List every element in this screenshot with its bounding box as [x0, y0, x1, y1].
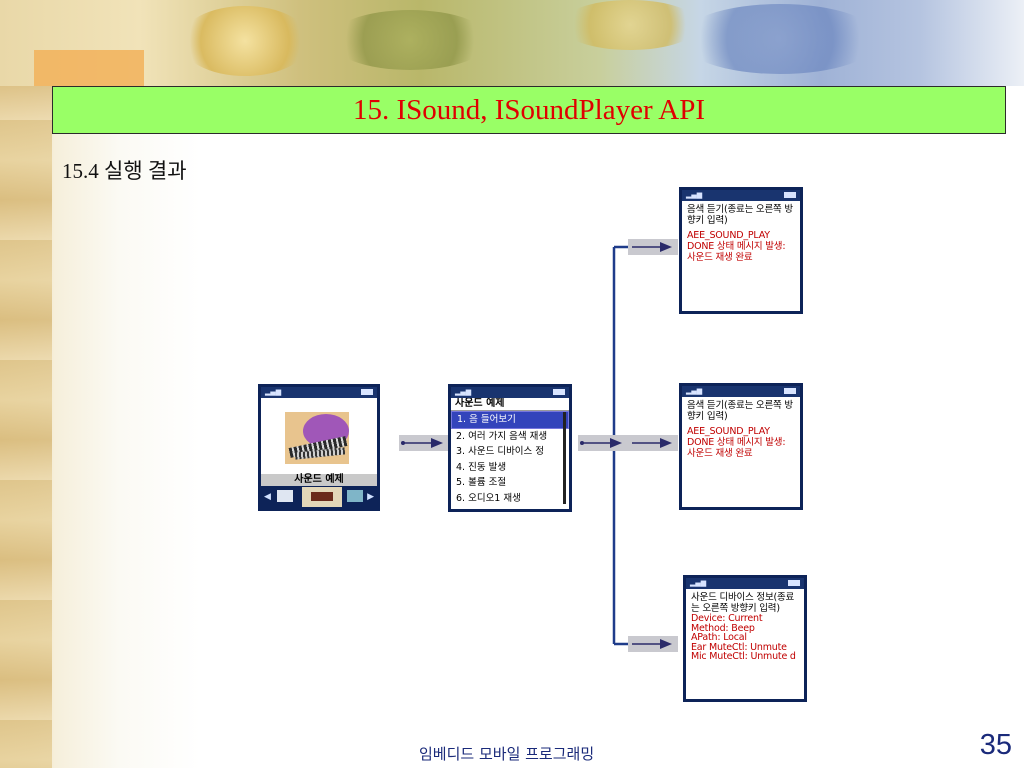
chevron-left-icon[interactable]: ◀ [264, 492, 271, 502]
phone-menu-screen: ▂▄▆ 사운드 예제 1. 음 들어보기 2. 여러 가지 음색 재생 3. 사… [448, 384, 572, 512]
app-thumbnail-selected[interactable] [302, 487, 342, 507]
section-subtitle: 15.4 실행 결과 [62, 159, 187, 183]
phone-main-screen: ▂▄▆ 사운드 예제 ◀ ▶ [258, 384, 380, 511]
page-number: 35 [979, 729, 1012, 761]
phone-status-bar: ▂▄▆ [682, 190, 800, 201]
slide-title-box: 15. ISound, ISoundPlayer API [52, 86, 1006, 134]
signal-icon: ▂▄▆ [686, 387, 703, 395]
app-carousel[interactable]: ◀ ▶ [261, 486, 377, 508]
status-message: AEE_SOUND_PLAY DONE 상태 메시지 발생: 사운드 재생 완료 [687, 426, 786, 459]
arrow-right-icon [578, 435, 628, 451]
result-message: 음색 듣기(종료는 오른쪽 방향키 입력) [687, 400, 793, 422]
menu-item[interactable]: 6. 오디오1 재생 [456, 492, 521, 504]
battery-icon [361, 389, 373, 395]
app-label: 사운드 예제 [261, 474, 377, 486]
phone-display: 사운드 예제 1. 음 들어보기 2. 여러 가지 음색 재생 3. 사운드 디… [451, 398, 569, 509]
result-message: 사운드 디바이스 정보(종료는 오른쪽 방향키 입력) [691, 592, 795, 614]
arrow-right-icon [628, 636, 678, 652]
menu-item[interactable]: 2. 여러 가지 음색 재생 [456, 430, 548, 442]
top-decorative-banner [0, 0, 1024, 86]
signal-icon: ▂▄▆ [265, 388, 282, 396]
device-info: Mic MuteCtl: Unmute d [691, 651, 796, 662]
phone-status-bar: ▂▄▆ [261, 387, 377, 398]
app-thumbnail[interactable] [277, 490, 293, 502]
status-message: AEE_SOUND_PLAY DONE 상태 메시지 발생: 사운드 재생 완료 [687, 230, 786, 263]
menu-scrollbar[interactable] [563, 412, 566, 504]
phone-result-1: ▂▄▆ 음색 듣기(종료는 오른쪽 방향키 입력) AEE_SOUND_PLAY… [679, 187, 803, 314]
app-thumbnail[interactable] [347, 490, 363, 502]
phone-display: 음색 듣기(종료는 오른쪽 방향키 입력) AEE_SOUND_PLAY DON… [682, 201, 800, 311]
device-info: Ear MuteCtl: Unmute [691, 641, 787, 653]
menu-item[interactable]: 1. 음 들어보기 [451, 411, 569, 429]
phone-result-3: ▂▄▆ 사운드 디바이스 정보(종료는 오른쪽 방향키 입력) Device: … [683, 575, 807, 702]
sound-app-artwork [285, 412, 349, 464]
menu-item[interactable]: 4. 진동 발생 [456, 461, 507, 473]
signal-icon: ▂▄▆ [455, 388, 472, 396]
chevron-right-icon[interactable]: ▶ [367, 492, 374, 502]
menu-header: 사운드 예제 [451, 398, 569, 411]
result-message: 음색 듣기(종료는 오른쪽 방향키 입력) [687, 204, 793, 226]
phone-display: 음색 듣기(종료는 오른쪽 방향키 입력) AEE_SOUND_PLAY DON… [682, 397, 800, 507]
device-info: APath: Local [691, 632, 747, 643]
slide-footer: 임베디드 모바일 프로그래밍 [419, 745, 595, 763]
menu-item[interactable]: 5. 볼륨 조절 [456, 477, 507, 488]
signal-icon: ▂▄▆ [690, 579, 707, 587]
phone-status-bar: ▂▄▆ [451, 387, 569, 398]
arrow-right-icon [628, 435, 678, 451]
phone-status-bar: ▂▄▆ [682, 386, 800, 397]
battery-icon [788, 580, 800, 586]
battery-icon [784, 388, 796, 394]
left-decorative-strip [0, 0, 52, 768]
phone-result-2: ▂▄▆ 음색 듣기(종료는 오른쪽 방향키 입력) AEE_SOUND_PLAY… [679, 383, 803, 510]
arrow-right-icon [399, 435, 449, 451]
phone-status-bar: ▂▄▆ [686, 578, 804, 589]
device-info: Method: Beep [691, 622, 755, 634]
battery-icon [553, 389, 565, 395]
slide-title: 15. ISound, ISoundPlayer API [352, 93, 706, 126]
phone-display: 사운드 예제 ◀ ▶ [261, 398, 377, 508]
arrow-right-icon [628, 239, 678, 255]
menu-item[interactable]: 3. 사운드 디바이스 정 [456, 446, 545, 457]
battery-icon [784, 192, 796, 198]
signal-icon: ▂▄▆ [686, 191, 703, 199]
phone-display: 사운드 디바이스 정보(종료는 오른쪽 방향키 입력) Device: Curr… [686, 589, 804, 699]
device-info: Device: Current [691, 613, 763, 624]
